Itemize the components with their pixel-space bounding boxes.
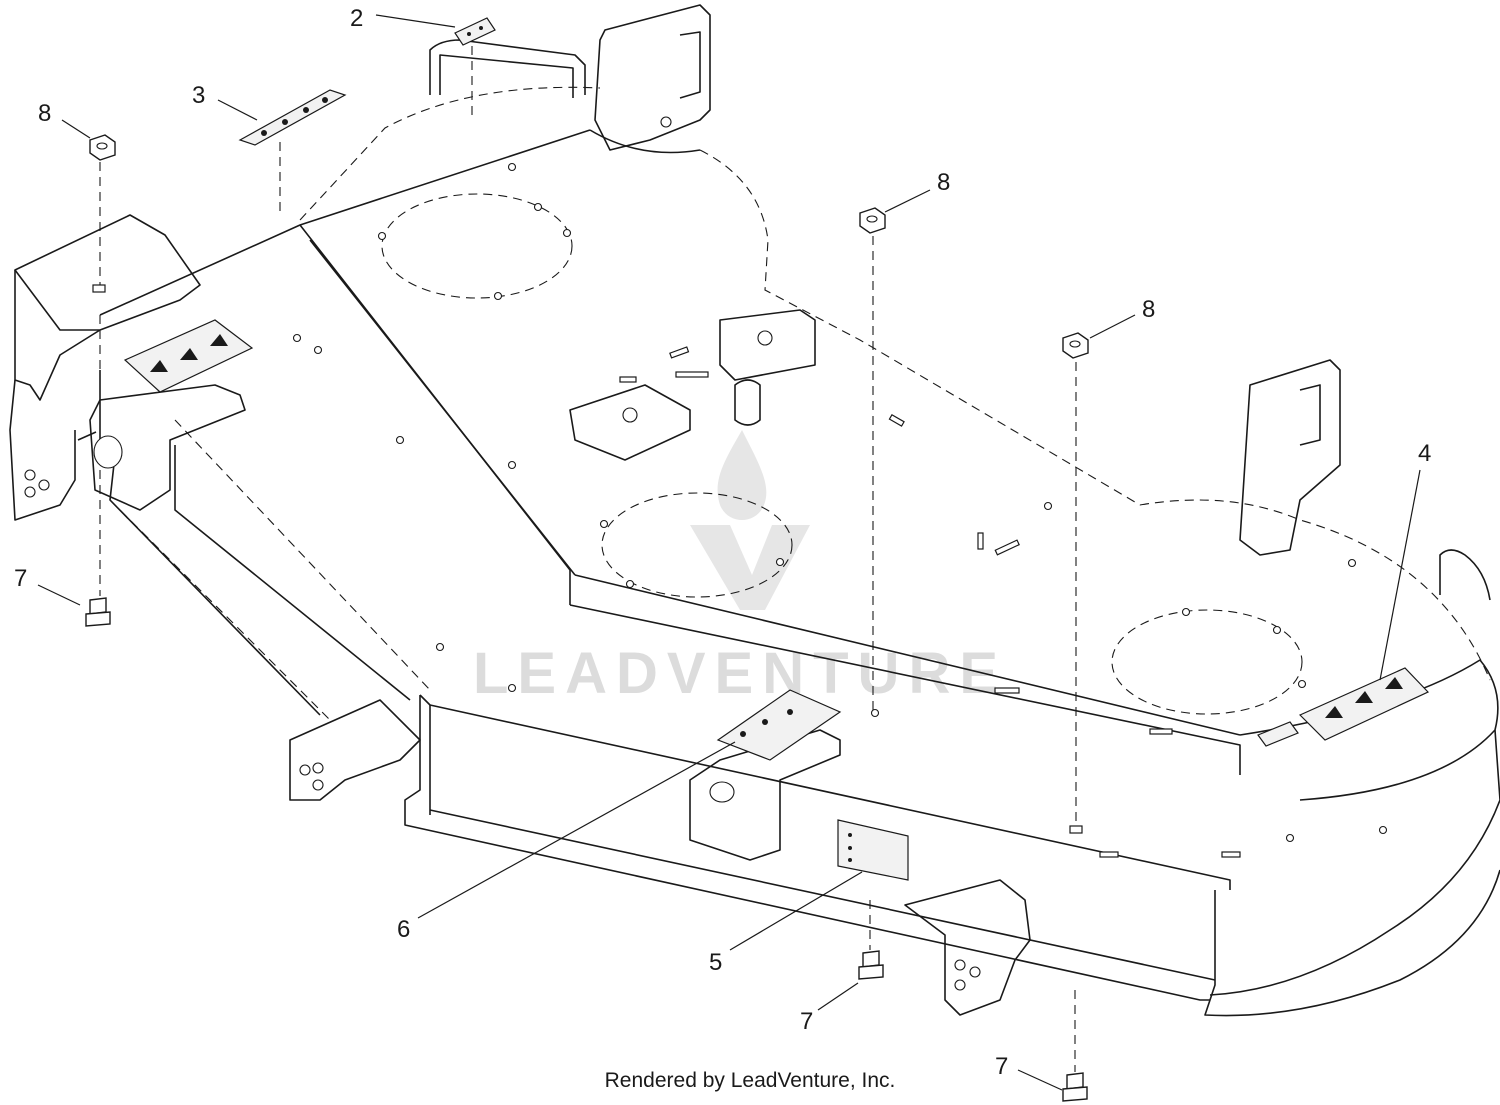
center-hardware xyxy=(569,309,816,461)
watermark-flame-icon xyxy=(717,430,767,520)
callout-leaders xyxy=(37,14,1421,1091)
right-handle xyxy=(1439,549,1491,601)
decal-5 xyxy=(837,819,909,881)
footer-credit: Rendered by LeadVenture, Inc. xyxy=(604,1069,896,1092)
decal-2 xyxy=(454,17,496,46)
watermark: LEADVENTURE xyxy=(473,430,1007,706)
front-left-bracket xyxy=(289,699,421,801)
hex-nut-8a xyxy=(89,134,116,161)
front-center-bracket xyxy=(689,729,841,861)
deck-shell xyxy=(99,86,1500,1017)
hex-nut-8c xyxy=(1062,332,1089,359)
hex-nut-8b xyxy=(859,207,886,234)
callout-8a: 8 xyxy=(38,100,51,127)
bolt-7b xyxy=(858,950,884,980)
callout-2: 2 xyxy=(350,5,363,32)
callouts: 2 3 8 8 8 4 7 6 5 7 7 xyxy=(14,5,1431,1080)
rear-right-hanger xyxy=(594,4,711,151)
left-pivot-arm xyxy=(77,384,246,511)
watermark-v-icon xyxy=(690,525,810,610)
callout-5: 5 xyxy=(709,949,722,976)
bolt-7c xyxy=(1062,1072,1088,1102)
callout-8c: 8 xyxy=(1142,296,1155,323)
bolt-7a xyxy=(85,597,111,627)
callout-3: 3 xyxy=(192,82,205,109)
watermark-text: LEADVENTURE xyxy=(473,641,1007,706)
decal-6 xyxy=(716,689,842,761)
right-hanger xyxy=(1239,359,1341,556)
install-axes xyxy=(92,46,1083,1072)
front-right-bracket xyxy=(904,879,1031,1016)
deck-holes xyxy=(292,162,1388,858)
callout-7b: 7 xyxy=(800,1008,813,1035)
rear-handle xyxy=(429,39,586,98)
callout-8b: 8 xyxy=(937,169,950,196)
callout-6: 6 xyxy=(397,916,410,943)
left-rear-bracket xyxy=(9,214,201,521)
decal-4 xyxy=(1257,667,1430,747)
callout-4: 4 xyxy=(1418,440,1431,467)
decal-3 xyxy=(238,89,347,146)
callout-7a: 7 xyxy=(14,565,27,592)
decal-warning-left xyxy=(123,319,254,393)
callout-7c: 7 xyxy=(995,1053,1008,1080)
